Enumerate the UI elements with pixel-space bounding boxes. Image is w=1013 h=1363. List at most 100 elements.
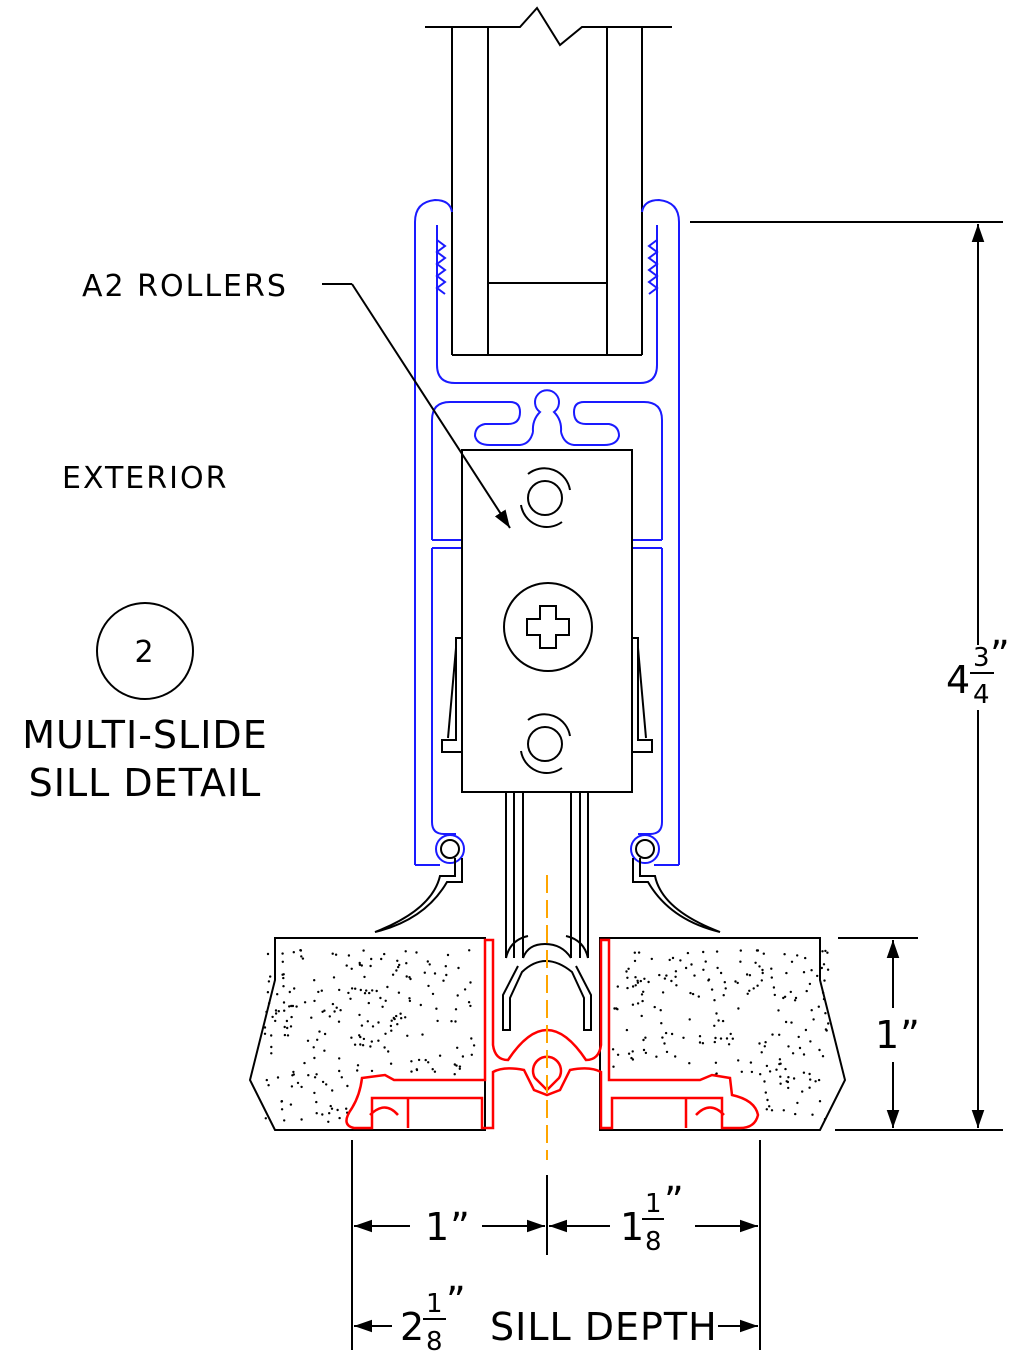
concrete-stipple-dot xyxy=(354,987,357,990)
concrete-stipple-dot xyxy=(789,990,792,994)
concrete-stipple-dot xyxy=(417,1058,421,1062)
concrete-stipple-dot xyxy=(822,963,826,966)
concrete-stipple-dot xyxy=(410,1070,413,1073)
concrete-stipple-dot xyxy=(764,1091,767,1094)
concrete-stipple-dot xyxy=(296,1081,300,1085)
concrete-stipple-dot xyxy=(291,1004,295,1008)
concrete-stipple-dot xyxy=(337,1020,341,1023)
svg-text:1: 1 xyxy=(645,1189,662,1219)
concrete-stipple-dot xyxy=(797,1035,800,1039)
concrete-stipple-dot xyxy=(457,966,460,970)
concrete-stipple-dot xyxy=(389,1024,393,1028)
concrete-stipple-dot xyxy=(408,997,411,1000)
concrete-stipple-dot xyxy=(470,1053,473,1057)
concrete-stipple-dot xyxy=(346,1084,349,1088)
concrete-stipple-dot xyxy=(456,1046,459,1050)
concrete-stipple-dot xyxy=(290,1004,293,1008)
concrete-stipple-dot xyxy=(642,1038,645,1042)
concrete-stipple-dot xyxy=(358,1013,361,1017)
rollers-label: A2 ROLLERS xyxy=(82,269,288,304)
concrete-stipple-dot xyxy=(758,1042,761,1045)
concrete-stipple-dot xyxy=(719,971,723,975)
concrete-stipple-dot xyxy=(782,1109,785,1112)
concrete-stipple-dot xyxy=(616,985,619,988)
concrete-stipple-dot xyxy=(371,1025,375,1028)
concrete-stipple-dot xyxy=(300,1085,303,1089)
concrete-stipple-dot xyxy=(331,1089,334,1092)
concrete-stipple-dot xyxy=(400,1017,403,1020)
concrete-stipple-dot xyxy=(715,1012,718,1015)
concrete-stipple-dot xyxy=(469,981,472,984)
concrete-stipple-dot xyxy=(798,1046,802,1050)
concrete-stipple-dot xyxy=(784,1020,788,1024)
concrete-stipple-dot xyxy=(313,979,316,982)
concrete-stipple-dot xyxy=(363,975,366,979)
concrete-stipple-dot xyxy=(740,1070,743,1074)
concrete-stipple-dot xyxy=(345,1107,348,1110)
dim-sill-height xyxy=(838,937,918,1128)
concrete-stipple-dot xyxy=(792,1077,796,1080)
concrete-stipple-dot xyxy=(783,953,786,956)
concrete-stipple-dot xyxy=(359,988,362,992)
concrete-stipple-dot xyxy=(691,992,695,996)
concrete-stipple-dot xyxy=(328,1015,331,1018)
concrete-stipple-dot xyxy=(641,999,644,1003)
concrete-stipple-dot xyxy=(408,976,411,979)
concrete-stipple-dot xyxy=(755,949,759,952)
title-line-1: MULTI-SLIDE xyxy=(22,713,267,757)
concrete-stipple-dot xyxy=(321,1010,324,1013)
concrete-stipple-dot xyxy=(299,949,303,952)
title-line-2: SILL DETAIL xyxy=(29,761,262,805)
concrete-stipple-dot xyxy=(778,1058,782,1061)
overall-height-label: 4 3 4 ” xyxy=(946,633,1010,710)
concrete-stipple-dot xyxy=(658,973,661,977)
detail-number: 2 xyxy=(134,635,155,670)
concrete-stipple-dot xyxy=(395,969,398,972)
concrete-stipple-dot xyxy=(659,1009,662,1012)
concrete-stipple-dot xyxy=(381,1005,384,1008)
concrete-stipple-dot xyxy=(315,1100,318,1104)
concrete-stipple-dot xyxy=(824,949,827,953)
concrete-stipple-dot xyxy=(454,1008,458,1011)
concrete-stipple-dot xyxy=(415,1068,418,1071)
concrete-stipple-dot xyxy=(338,1057,341,1060)
concrete-stipple-dot xyxy=(636,981,640,984)
concrete-stipple-dot xyxy=(415,951,418,954)
concrete-stipple-dot xyxy=(794,996,798,1000)
concrete-stipple-dot xyxy=(350,1036,353,1039)
concrete-stipple-dot xyxy=(318,1030,321,1033)
concrete-stipple-dot xyxy=(292,1073,295,1076)
concrete-stipple-dot xyxy=(827,1022,830,1025)
concrete-stipple-dot xyxy=(713,1024,716,1028)
concrete-stipple-dot xyxy=(761,971,764,975)
concrete-stipple-dot xyxy=(688,1018,691,1021)
concrete-stipple-dot xyxy=(778,1062,781,1066)
concrete-stipple-dot xyxy=(384,1032,387,1036)
concrete-stipple-dot xyxy=(358,1034,361,1037)
concrete-stipple-dot xyxy=(405,975,408,978)
concrete-stipple-dot xyxy=(661,1036,664,1039)
concrete-stipple-dot xyxy=(764,1041,767,1044)
concrete-stipple-dot xyxy=(770,967,773,970)
concrete-stipple-dot xyxy=(331,1002,335,1006)
concrete-stipple-dot xyxy=(644,1051,648,1055)
concrete-stipple-dot xyxy=(765,1064,769,1068)
left-width-label: 1” xyxy=(425,1205,471,1249)
concrete-stipple-dot xyxy=(338,988,341,992)
concrete-stipple-dot xyxy=(710,988,714,991)
concrete-stipple-dot xyxy=(283,1119,286,1122)
concrete-stipple-dot xyxy=(264,1117,267,1120)
concrete-stipple-dot xyxy=(704,960,707,963)
concrete-stipple-dot xyxy=(386,985,389,989)
concrete-stipple-dot xyxy=(266,991,270,994)
concrete-stipple-dot xyxy=(821,991,825,994)
concrete-stipple-dot xyxy=(689,991,692,995)
concrete-stipple-dot xyxy=(286,1034,290,1037)
concrete-stipple-dot xyxy=(396,959,399,962)
concrete-stipple-dot xyxy=(267,1002,271,1005)
concrete-stipple-dot xyxy=(389,1062,393,1065)
concrete-stipple-dot xyxy=(270,1045,273,1049)
concrete-stipple-dot xyxy=(668,958,671,962)
concrete-stipple-dot xyxy=(276,993,279,996)
sill-depth-label: 2 1 8 ” SILL DEPTH xyxy=(400,1279,717,1357)
